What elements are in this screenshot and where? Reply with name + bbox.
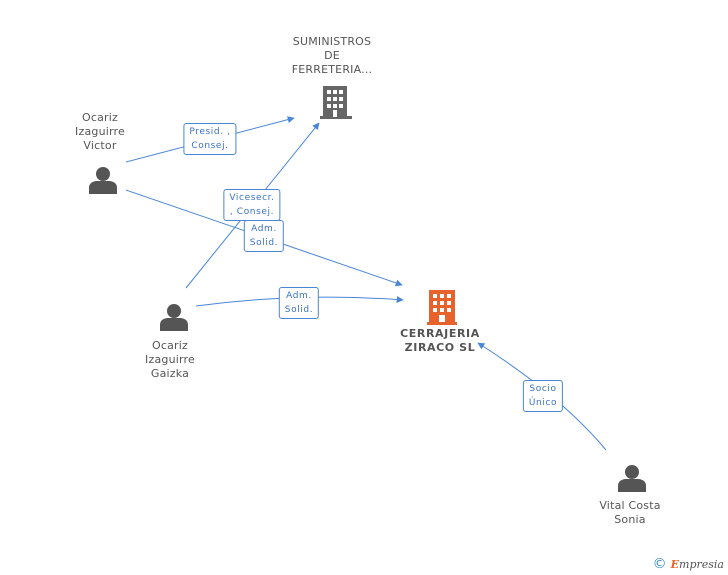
label-line: DE xyxy=(324,49,340,62)
brand-name: mpresia xyxy=(679,557,724,571)
label-line: Vital Costa xyxy=(599,499,661,512)
building-icon[interactable] xyxy=(320,85,352,119)
node-label-cerrajeria[interactable]: CERRAJERIA ZIRACO SL xyxy=(400,327,480,355)
label-line: FERRETERIA... xyxy=(291,63,373,76)
label-line: SUMINISTROS xyxy=(292,35,372,48)
edge-label-gaizka-suministros[interactable]: Vicesecr. , Consej. xyxy=(223,189,281,221)
edge-label-line: Único xyxy=(528,398,558,408)
edge-label-line: Vicesecr. xyxy=(229,193,275,203)
label-line: Ocariz xyxy=(151,339,188,352)
edge-label-line: Solid. xyxy=(249,238,279,248)
edge-label-line: Adm. xyxy=(286,291,312,301)
edge-label-gaizka-cerrajeria[interactable]: Adm. Solid. xyxy=(278,287,320,319)
label-line: ZIRACO SL xyxy=(404,341,476,354)
label-line: Ocariz xyxy=(81,111,118,124)
label-line: Sonia xyxy=(614,513,646,526)
edge-label-vital-cerrajeria[interactable]: Socio Único xyxy=(522,380,564,412)
copyright-icon: © xyxy=(652,556,667,572)
node-label-vital[interactable]: Vital Costa Sonia xyxy=(599,499,660,527)
label-line: CERRAJERIA xyxy=(400,327,480,340)
edge-label-victor-cerrajeria[interactable]: Adm. Solid. xyxy=(243,220,285,252)
brand-initial: E xyxy=(670,557,680,571)
brand-logo[interactable]: Empresia xyxy=(671,558,724,571)
person-icon[interactable] xyxy=(88,166,118,194)
building-icon[interactable] xyxy=(427,289,457,325)
edge-label-victor-suministros[interactable]: Presid. , Consej. xyxy=(183,123,237,155)
person-icon[interactable] xyxy=(159,303,189,331)
footer-credit: © Empresia xyxy=(653,556,724,572)
edge-label-line: Socio xyxy=(529,384,557,394)
edge-label-line: Adm. xyxy=(251,224,277,234)
label-line: Gaizka xyxy=(150,367,190,380)
edge-label-line: Consej. xyxy=(191,141,229,151)
label-line: Izaguirre xyxy=(75,125,125,138)
person-icon[interactable] xyxy=(617,464,647,492)
node-label-victor[interactable]: Ocariz Izaguirre Victor xyxy=(75,111,125,153)
label-line: Victor xyxy=(83,139,117,152)
edge-label-line: , Consej. xyxy=(229,207,275,217)
node-label-suministros[interactable]: SUMINISTROS DE FERRETERIA... xyxy=(292,35,373,77)
edge-label-line: Solid. xyxy=(284,305,314,315)
label-line: Izaguirre xyxy=(145,353,195,366)
edge-label-line: Presid. , xyxy=(189,127,231,137)
node-label-gaizka[interactable]: Ocariz Izaguirre Gaizka xyxy=(145,339,195,381)
